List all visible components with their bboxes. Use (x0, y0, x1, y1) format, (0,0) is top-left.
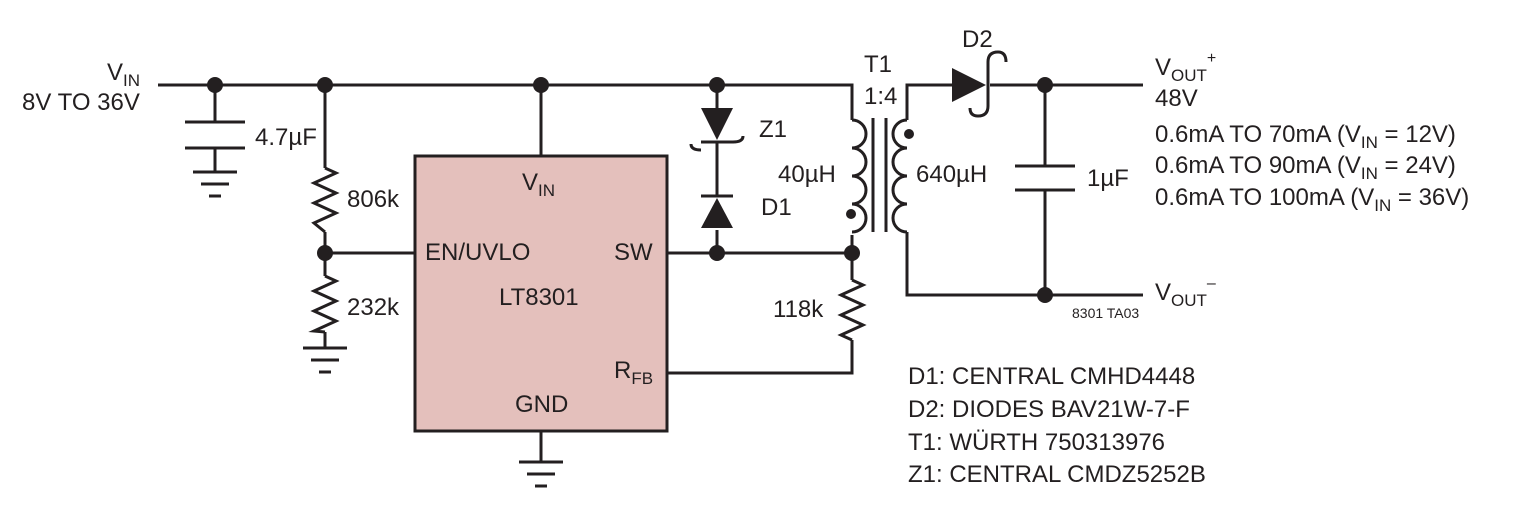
bom-line: T1: WÜRTH 750313976 (908, 429, 1165, 456)
ic-pin-gnd: GND (515, 391, 568, 418)
transformer-t1 (846, 118, 914, 234)
vout-current-36v: 0.6mA TO 100mA (VIN = 36V) (1155, 184, 1469, 215)
junction-dots (207, 77, 1053, 303)
bom-line: Z1: CENTRAL CMDZ5252B (908, 461, 1206, 488)
vout-minus-label: VOUT– (1155, 275, 1216, 310)
t1-ratio: 1:4 (864, 83, 897, 110)
z1-label: Z1 (759, 116, 787, 143)
d2-label: D2 (962, 26, 993, 53)
d1-label: D1 (761, 194, 792, 221)
vout-current-12v: 0.6mA TO 70mA (VIN = 12V) (1155, 121, 1456, 152)
resistor-806k (310, 166, 340, 234)
vout-voltage: 48V (1155, 85, 1198, 112)
c-out-value: 1µF (1087, 165, 1129, 192)
capacitor-c-in (185, 120, 245, 150)
ic-pin-en-uvlo: EN/UVLO (425, 239, 530, 266)
r-fb-value: 118k (773, 296, 824, 323)
t1-primary-value: 40µH (778, 161, 836, 188)
diode-d1 (701, 194, 733, 228)
resistor-232k (308, 274, 340, 334)
bom-line: D2: DIODES BAV21W-7-F (908, 396, 1190, 423)
ground-icon (519, 460, 563, 488)
vout-current-24v: 0.6mA TO 90mA (VIN = 24V) (1155, 152, 1456, 183)
ground-icon (303, 346, 347, 374)
ground-icon (193, 170, 237, 198)
ic-pin-vin: VIN (522, 169, 555, 200)
zener-diode-z1 (689, 108, 745, 152)
ic-pin-sw: SW (614, 239, 653, 266)
r-top-value: 806k (347, 186, 400, 213)
t1-secondary-value: 640µH (916, 161, 987, 188)
wires (158, 83, 1143, 462)
vout-plus-label: VOUT+ (1155, 50, 1216, 85)
diode-d2 (952, 50, 1008, 118)
figure-id: 8301 TA03 (1072, 305, 1139, 321)
bom-line: D1: CENTRAL CMHD4448 (908, 363, 1195, 390)
vin-label: VIN (107, 59, 140, 90)
r-bottom-value: 232k (347, 294, 400, 321)
resistor-118k (837, 278, 867, 342)
ic-pin-rfb: RFB (614, 357, 653, 388)
lt8301-ic-body (413, 154, 669, 433)
vin-range: 8V TO 36V (22, 89, 140, 116)
c-in-value: 4.7µF (255, 124, 317, 151)
capacitor-c-out (1015, 164, 1075, 192)
ic-part-number: LT8301 (499, 284, 579, 311)
t1-name: T1 (864, 51, 892, 78)
